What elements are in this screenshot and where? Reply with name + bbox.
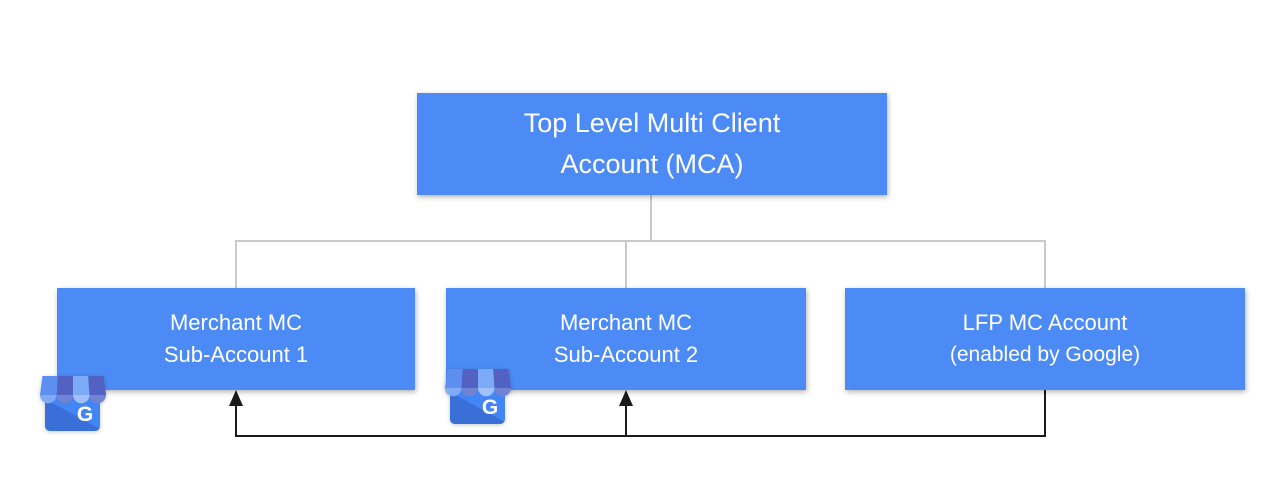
arrowhead-sub-account-2 xyxy=(619,390,633,406)
google-my-business-icon: G xyxy=(445,369,511,424)
node-top-level-mca: Top Level Multi Client Account (MCA) xyxy=(417,93,887,195)
node-label-line: LFP MC Account xyxy=(962,310,1128,335)
gmb-g-letter: G xyxy=(77,403,93,426)
node-label-line: Account (MCA) xyxy=(560,149,744,179)
arrowhead-sub-account-1 xyxy=(229,390,243,406)
node-label-line: Merchant MC xyxy=(559,310,693,335)
gmb-g-letter: G xyxy=(482,396,498,419)
node-label-line: (enabled by Google) xyxy=(949,343,1141,366)
node-label-line: Sub-Account 1 xyxy=(163,342,309,367)
google-my-business-icon: G xyxy=(40,376,106,431)
node-label-line: Merchant MC xyxy=(169,310,303,335)
node-label-line: Top Level Multi Client xyxy=(523,108,781,138)
node-merchant-sub-account-1: Merchant MC Sub-Account 1 xyxy=(57,288,415,390)
node-label-line: Sub-Account 2 xyxy=(553,342,699,367)
node-lfp-mc-account: LFP MC Account (enabled by Google) xyxy=(845,288,1245,390)
